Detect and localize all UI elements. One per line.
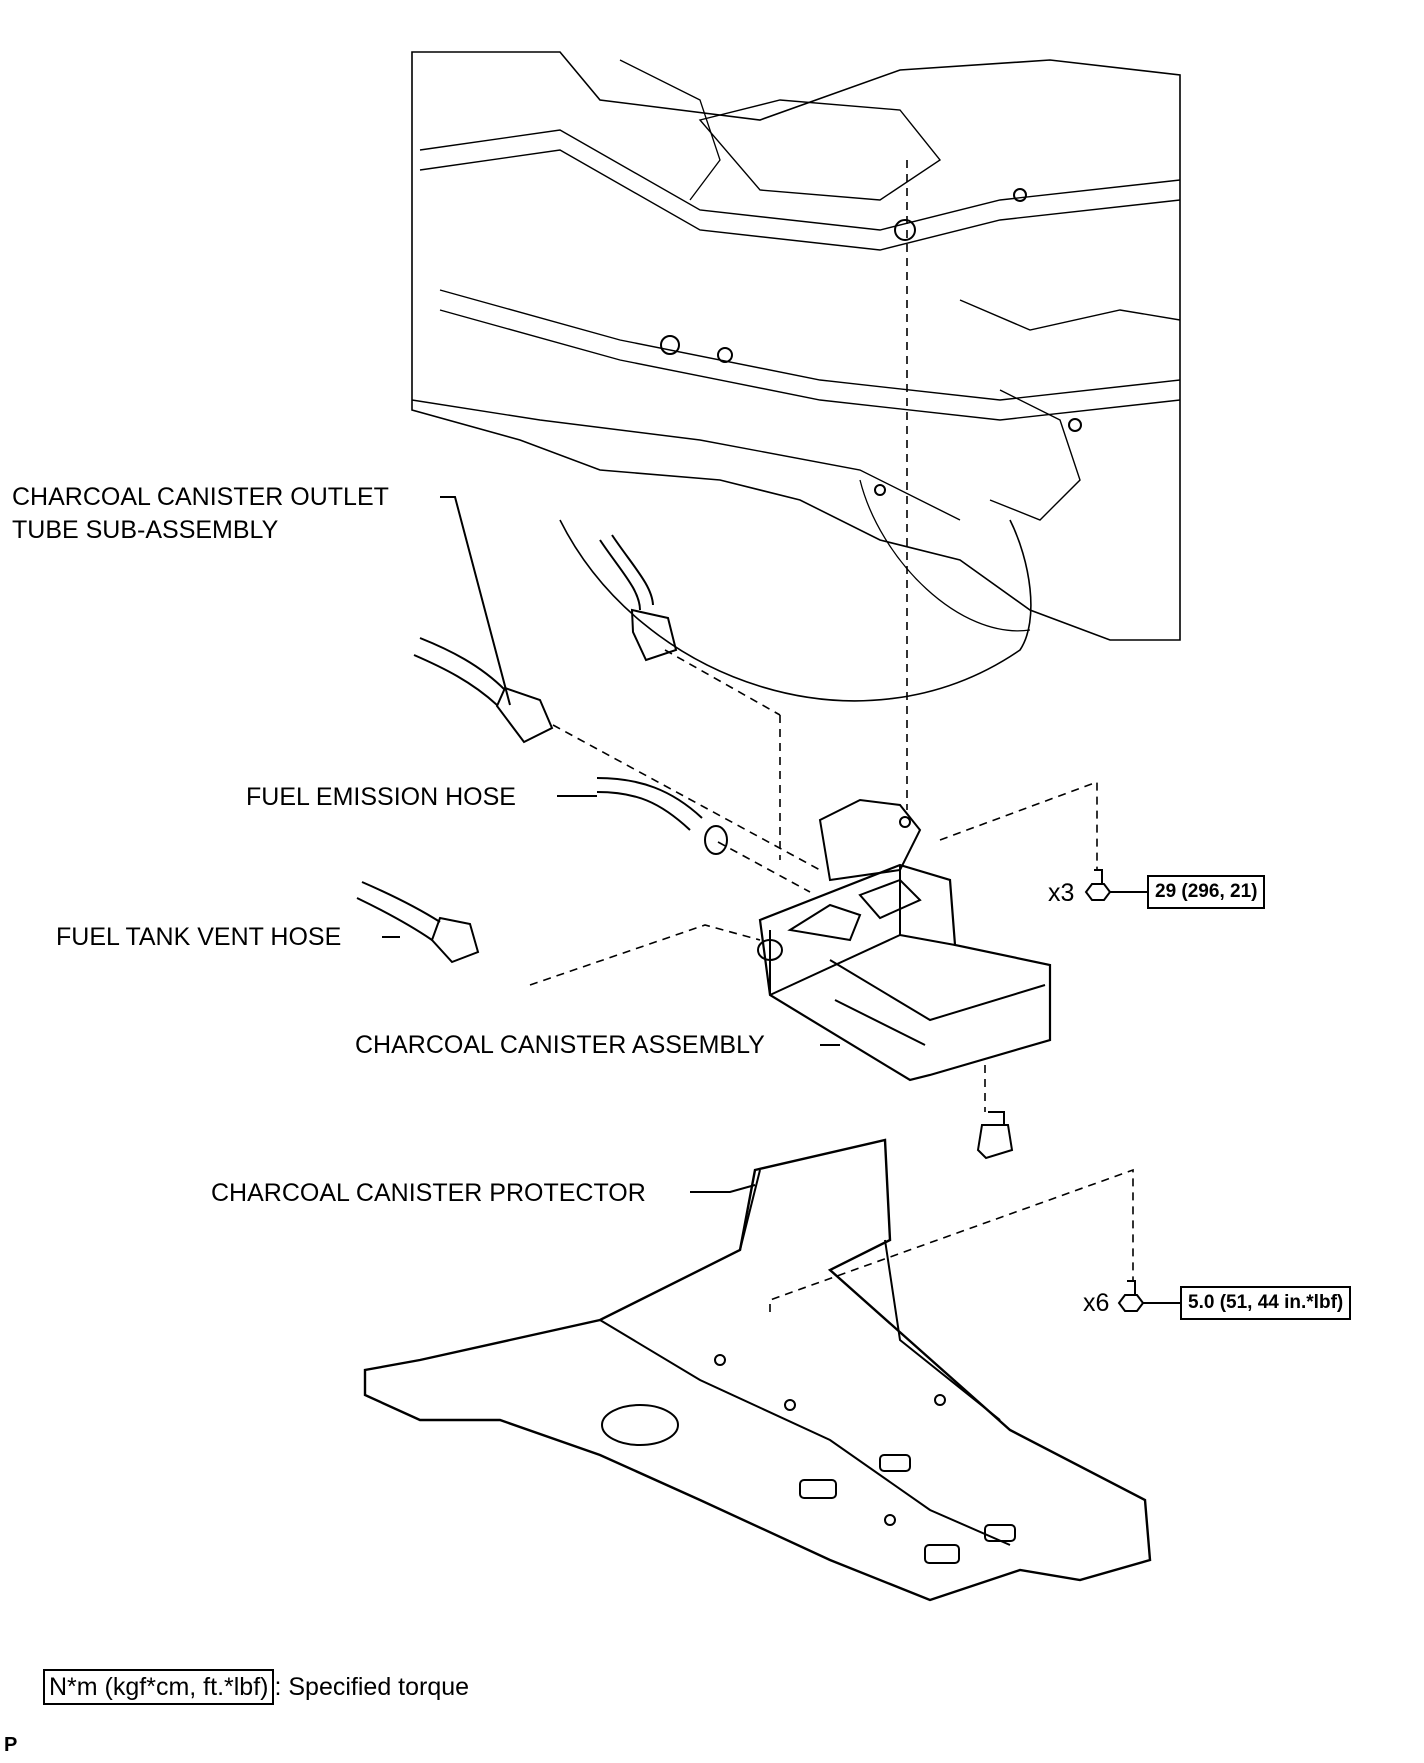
- guide-lines: [529, 160, 1134, 1312]
- outlet-tube-label-line1: CHARCOAL CANISTER OUTLET: [12, 483, 389, 511]
- fuel-tank-vent-hose: [356, 881, 480, 964]
- charcoal-canister-protector: [363, 1138, 1152, 1602]
- charcoal-canister-assembly: [757, 798, 1052, 1082]
- canister-lower-nut: [976, 1111, 1014, 1160]
- bolt-count-upper: x3: [1048, 879, 1075, 907]
- bolt-count-lower: x6: [1083, 1289, 1110, 1317]
- torque-spec-lower: 5.0 (51, 44 in.*lbf): [1180, 1286, 1352, 1320]
- canister-assembly-label: CHARCOAL CANISTER ASSEMBLY: [355, 1031, 765, 1059]
- fuel-emission-hose-label: FUEL EMISSION HOSE: [246, 783, 516, 811]
- outlet-tube-label-line2: TUBE SUB-ASSEMBLY: [12, 516, 279, 544]
- corner-code: P: [4, 1734, 18, 1756]
- fuel-emission-hose: [596, 777, 728, 855]
- legend-text: : Specified torque: [274, 1673, 470, 1701]
- legend-unit-box: N*m (kgf*cm, ft.*lbf): [43, 1669, 275, 1705]
- canister-protector-label: CHARCOAL CANISTER PROTECTOR: [211, 1179, 646, 1207]
- torque-spec-upper: 29 (296, 21): [1147, 875, 1266, 909]
- upper-hose: [599, 534, 678, 662]
- bolt-x3-icon: [1084, 869, 1112, 901]
- charcoal-canister-outlet-tube: [413, 637, 554, 744]
- bolt-x6-icon: [1117, 1280, 1145, 1312]
- torque-legend: N*m (kgf*cm, ft.*lbf): Specified torque: [43, 1669, 469, 1705]
- fuel-tank-vent-hose-label: FUEL TANK VENT HOSE: [56, 923, 342, 951]
- vehicle-underbody: [411, 51, 1181, 702]
- leader-lines: [382, 496, 1180, 1304]
